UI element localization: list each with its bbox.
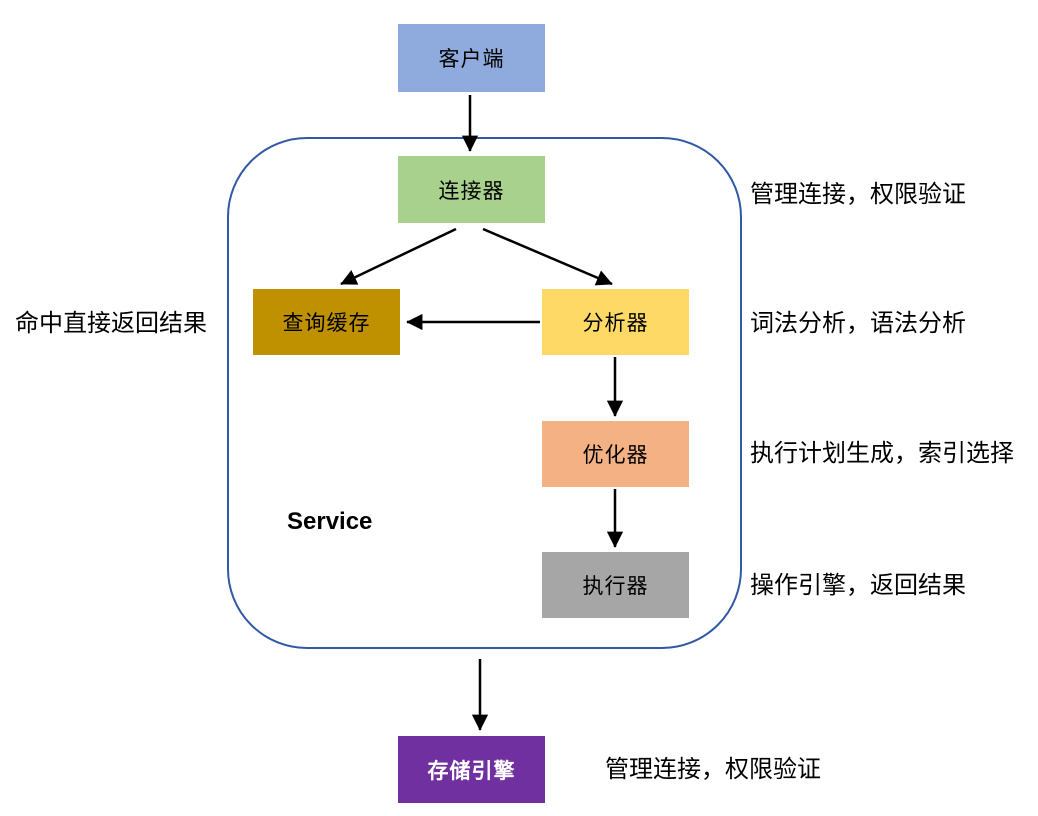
node-connector: 连接器	[398, 156, 545, 223]
node-analyzer-label: 分析器	[582, 312, 649, 335]
node-connector-label: 连接器	[438, 179, 505, 203]
node-executor: 执行器	[542, 552, 689, 618]
annotation-analyzer: 词法分析，语法分析	[750, 310, 966, 337]
annotation-storage-engine: 管理连接，权限验证	[605, 756, 821, 783]
annotation-optimizer: 执行计划生成，索引选择	[750, 440, 1014, 467]
node-client: 客户端	[398, 24, 545, 92]
service-label: Service	[287, 508, 373, 535]
node-optimizer: 优化器	[542, 421, 689, 487]
node-query-cache: 查询缓存	[253, 289, 400, 355]
node-storage-engine-label: 存储引擎	[427, 759, 516, 783]
node-query-cache-label: 查询缓存	[282, 312, 371, 335]
node-storage-engine: 存储引擎	[398, 736, 545, 803]
service-container-outline	[227, 137, 742, 649]
node-client-label: 客户端	[438, 48, 505, 71]
node-analyzer: 分析器	[542, 289, 689, 355]
annotation-executor: 操作引擎，返回结果	[750, 572, 966, 599]
node-optimizer-label: 优化器	[582, 444, 649, 467]
node-executor-label: 执行器	[582, 575, 649, 598]
annotation-connector: 管理连接，权限验证	[750, 181, 966, 208]
annotation-query-cache: 命中直接返回结果	[15, 310, 207, 337]
